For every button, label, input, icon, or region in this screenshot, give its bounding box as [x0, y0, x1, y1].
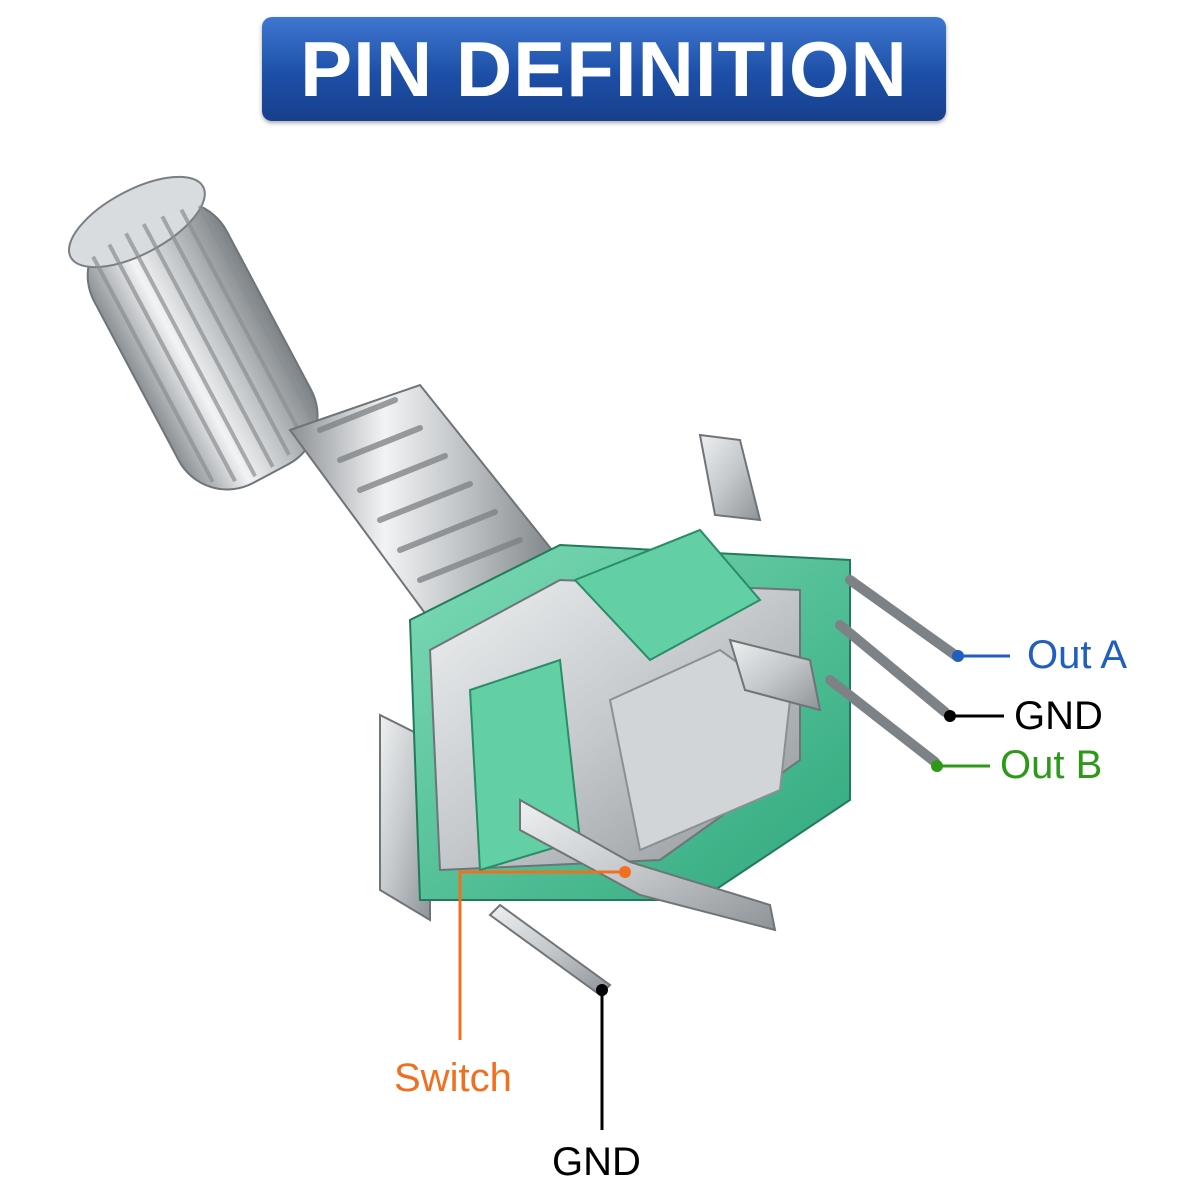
page-title: PIN DEFINITION: [300, 24, 908, 113]
knurled-shaft: [67, 175, 319, 491]
out-a-label: Out A: [1027, 633, 1128, 677]
threaded-bushing: [288, 383, 562, 622]
leader-switch: [458, 866, 631, 1040]
out-b-label: Out B: [1000, 743, 1103, 787]
leader-gnd-right: [944, 710, 1004, 722]
switch-label: Switch: [394, 1056, 512, 1100]
gnd-bottom-label: GND: [552, 1140, 641, 1184]
leader-out-b: [931, 760, 990, 772]
right-pins: [825, 575, 960, 767]
leader-out-a: [952, 650, 1010, 662]
gnd-right-label: GND: [1014, 694, 1103, 738]
leader-gnd-bottom: [596, 984, 608, 1130]
title-banner: PIN DEFINITION: [262, 17, 946, 121]
